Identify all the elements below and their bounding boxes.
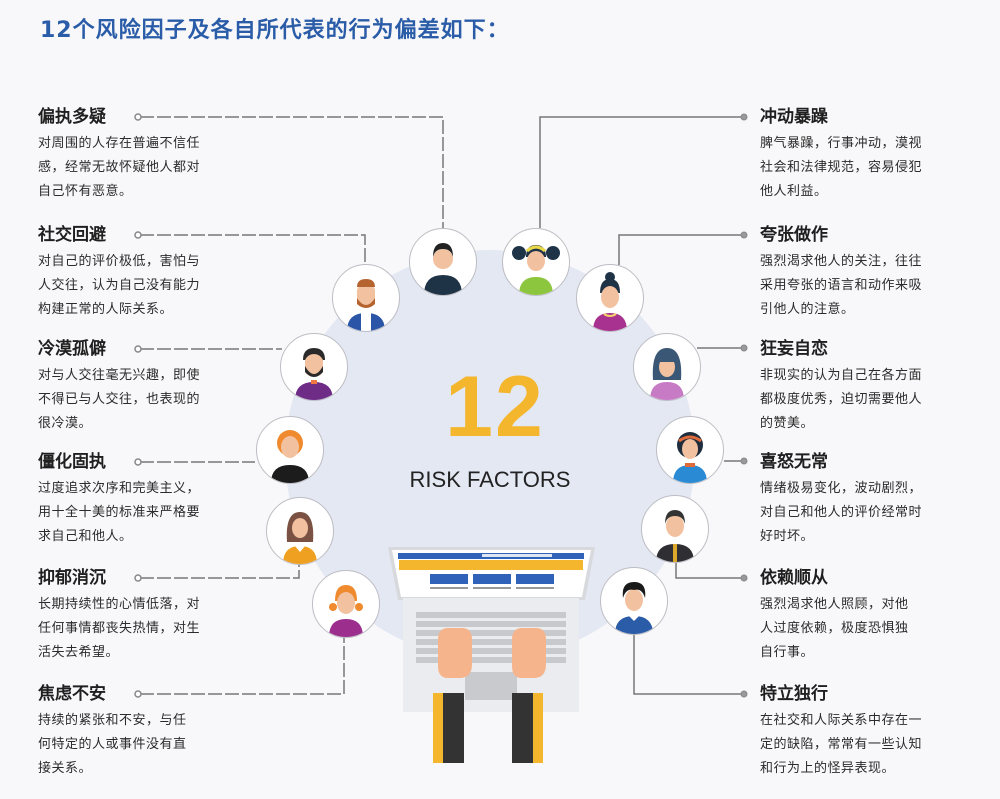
factor-desc: 情绪极易变化，波动剧烈， 对自己和他人的评价经常时 好时坏。: [760, 477, 965, 549]
desc-line: 强烈渴求他人的关注，往往: [760, 254, 923, 269]
factor-anxious: 焦虑不安 持续的紧张和不安，与任 何特定的人或事件没有直 接关系。: [38, 683, 243, 781]
desc-line: 和行为上的怪异表现。: [760, 761, 896, 776]
factor-desc: 强烈渴求他人的关注，往往 采用夸张的语言和动作来吸 引他人的注意。: [760, 250, 965, 322]
desc-line: 在社交和人际关系中存在一: [760, 713, 923, 728]
factor-desc: 对与人交往毫无兴趣，即使 不得已与人交往，也表现的 很冷漠。: [38, 364, 243, 436]
factor-name: 特立独行: [760, 684, 828, 704]
page-title: 12个风险因子及各自所代表的行为偏差如下：: [40, 18, 510, 43]
factor-name: 僵化固执: [38, 452, 106, 472]
factor-rigid: 僵化固执 过度追求次序和完美主义， 用十全十美的标准来严格要 求自己和他人。: [38, 451, 243, 549]
factor-name: 夸张做作: [760, 225, 828, 245]
desc-line: 过度追求次序和完美主义，: [38, 481, 201, 496]
factor-cold: 冷漠孤僻 对与人交往毫无兴趣，即使 不得已与人交往，也表现的 很冷漠。: [38, 338, 243, 436]
factor-desc: 长期持续性的心情低落，对 任何事情都丧失热情，对生 活失去希望。: [38, 593, 243, 665]
factor-name: 焦虑不安: [38, 684, 106, 704]
avatar-histrionic: [576, 264, 644, 332]
desc-line: 活失去希望。: [38, 645, 120, 660]
desc-line: 求自己和他人。: [38, 529, 133, 544]
risk-label: RISK FACTORS: [409, 467, 571, 492]
factor-impulsive: 冲动暴躁 脾气暴躁，行事冲动，漠视 社会和法律规范，容易侵犯 他人利益。: [760, 106, 965, 204]
factor-depressed: 抑郁消沉 长期持续性的心情低落，对 任何事情都丧失热情，对生 活失去希望。: [38, 567, 243, 665]
avatar-depressed: [266, 497, 334, 565]
desc-line: 情绪极易变化，波动剧烈，: [760, 481, 923, 496]
desc-line: 何特定的人或事件没有直: [38, 737, 187, 752]
avatar-moody: [656, 416, 724, 484]
desc-line: 构建正常的人际关系。: [38, 302, 174, 317]
desc-line: 社会和法律规范，容易侵犯: [760, 160, 923, 175]
factor-name: 抑郁消沉: [38, 568, 106, 588]
desc-line: 人过度依赖，极度恐惧独: [760, 621, 909, 636]
desc-line: 他人利益。: [760, 184, 828, 199]
factor-desc: 过度追求次序和完美主义， 用十全十美的标准来严格要 求自己和他人。: [38, 477, 243, 549]
factor-desc: 对周围的人存在普遍不信任 感，经常无故怀疑他人都对 自己怀有恶意。: [38, 132, 243, 204]
desc-line: 很冷漠。: [38, 416, 93, 431]
factor-moody: 喜怒无常 情绪极易变化，波动剧烈， 对自己和他人的评价经常时 好时坏。: [760, 451, 965, 549]
avatar-eccentric: [600, 567, 668, 635]
desc-line: 用十全十美的标准来严格要: [38, 505, 201, 520]
factor-desc: 脾气暴躁，行事冲动，漠视 社会和法律规范，容易侵犯 他人利益。: [760, 132, 965, 204]
factor-name: 狂妄自恋: [760, 339, 828, 359]
avatar-avoidant: [332, 264, 400, 332]
desc-line: 感，经常无故怀疑他人都对: [38, 160, 201, 175]
desc-line: 接关系。: [38, 761, 93, 776]
avatar-anxious: [312, 570, 380, 638]
laptop-illustration: [388, 547, 595, 763]
factor-dependent: 依赖顺从 强烈渴求他人照顾，对他 人过度依赖，极度恐惧独 自行事。: [760, 567, 965, 665]
desc-line: 非现实的认为自己在各方面: [760, 368, 923, 383]
avatar-paranoid: [409, 228, 477, 296]
desc-line: 对周围的人存在普遍不信任: [38, 136, 201, 151]
factor-desc: 非现实的认为自己在各方面 都极度优秀，迫切需要他人 的赞美。: [760, 364, 965, 436]
factor-paranoid: 偏执多疑 对周围的人存在普遍不信任 感，经常无故怀疑他人都对 自己怀有恶意。: [38, 106, 243, 204]
factor-name: 偏执多疑: [38, 107, 106, 127]
factor-name: 冷漠孤僻: [38, 339, 106, 359]
desc-line: 自己怀有恶意。: [38, 184, 133, 199]
desc-line: 引他人的注意。: [760, 302, 855, 317]
avatar-impulsive: [502, 228, 570, 296]
desc-line: 脾气暴躁，行事冲动，漠视: [760, 136, 923, 151]
desc-line: 采用夸张的语言和动作来吸: [760, 278, 923, 293]
desc-line: 好时坏。: [760, 529, 815, 544]
desc-line: 对与人交往毫无兴趣，即使: [38, 368, 201, 383]
factor-desc: 持续的紧张和不安，与任 何特定的人或事件没有直 接关系。: [38, 709, 243, 781]
desc-line: 长期持续性的心情低落，对: [38, 597, 201, 612]
desc-line: 人交往，认为自己没有能力: [38, 278, 201, 293]
avatar-dependent: [641, 495, 709, 563]
factor-name: 社交回避: [38, 225, 106, 245]
desc-line: 都极度优秀，迫切需要他人: [760, 392, 923, 407]
factor-name: 喜怒无常: [760, 452, 828, 472]
factor-avoidant: 社交回避 对自己的评价极低，害怕与 人交往，认为自己没有能力 构建正常的人际关系…: [38, 224, 243, 322]
desc-line: 对自己的评价极低，害怕与: [38, 254, 201, 269]
factor-desc: 在社交和人际关系中存在一 定的缺陷，常常有一些认知 和行为上的怪异表现。: [760, 709, 965, 781]
desc-line: 强烈渴求他人照顾，对他: [760, 597, 909, 612]
desc-line: 对自己和他人的评价经常时: [760, 505, 923, 520]
risk-count: 12: [445, 359, 545, 455]
desc-line: 自行事。: [760, 645, 815, 660]
desc-line: 不得已与人交往，也表现的: [38, 392, 201, 407]
desc-line: 定的缺陷，常常有一些认知: [760, 737, 923, 752]
avatar-cold: [280, 333, 348, 401]
factor-narcissistic: 狂妄自恋 非现实的认为自己在各方面 都极度优秀，迫切需要他人 的赞美。: [760, 338, 965, 436]
factor-name: 依赖顺从: [760, 568, 828, 588]
factor-desc: 强烈渴求他人照顾，对他 人过度依赖，极度恐惧独 自行事。: [760, 593, 965, 665]
desc-line: 任何事情都丧失热情，对生: [38, 621, 201, 636]
factor-histrionic: 夸张做作 强烈渴求他人的关注，往往 采用夸张的语言和动作来吸 引他人的注意。: [760, 224, 965, 322]
desc-line: 持续的紧张和不安，与任: [38, 713, 187, 728]
avatar-rigid: [256, 416, 324, 484]
avatar-narcissistic: [633, 333, 701, 401]
factor-eccentric: 特立独行 在社交和人际关系中存在一 定的缺陷，常常有一些认知 和行为上的怪异表现…: [760, 683, 965, 781]
factor-desc: 对自己的评价极低，害怕与 人交往，认为自己没有能力 构建正常的人际关系。: [38, 250, 243, 322]
desc-line: 的赞美。: [760, 416, 815, 431]
factor-name: 冲动暴躁: [760, 107, 828, 127]
